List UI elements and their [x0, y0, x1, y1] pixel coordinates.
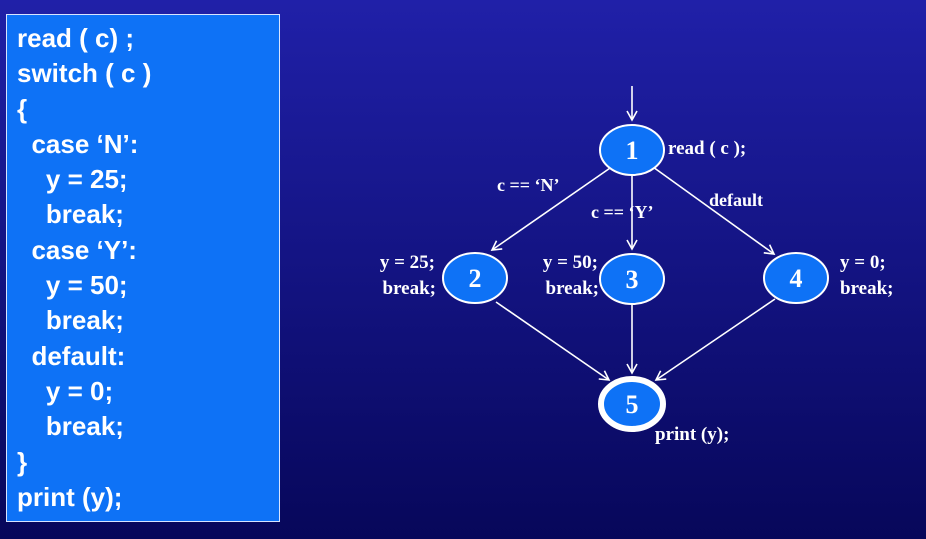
code-line: default:	[17, 340, 126, 371]
code-line: y = 0;	[17, 375, 114, 406]
code-line: y = 25;	[17, 164, 128, 195]
node-2-label: 2	[469, 264, 482, 293]
node-2-annotation-line-2: break;	[383, 278, 436, 299]
edge-1-4	[652, 166, 776, 255]
node-3-label: 3	[626, 265, 639, 294]
node-5: 5	[598, 376, 666, 432]
edge-2-5	[495, 301, 611, 381]
node-4-annotation-line-1: y = 0;	[840, 252, 886, 273]
node-4: 4	[763, 252, 829, 304]
code-line: case ‘N’:	[17, 128, 139, 159]
edge-1-4-label: default	[709, 190, 763, 210]
node-2: 2	[442, 252, 508, 304]
edge-1-3-label: c == ‘Y’	[591, 202, 654, 222]
node-4-label: 4	[790, 264, 803, 293]
node-5-label: 5	[626, 390, 639, 419]
node-5-annotation: print (y);	[655, 424, 729, 445]
node-1-label: 1	[626, 136, 639, 165]
edge-4-5	[654, 298, 776, 381]
code-line: break;	[17, 199, 124, 230]
code-line: read ( c) ;	[17, 23, 135, 53]
edge-1-2	[490, 165, 614, 251]
code-panel: read ( c) ; switch ( c ) { case ‘N’: y =…	[6, 14, 280, 522]
code-line: print (y);	[17, 481, 123, 512]
code-line: case ‘Y’:	[17, 234, 137, 265]
node-1-annotation: read ( c );	[668, 138, 746, 159]
code-line: break;	[17, 411, 124, 442]
code-line: break;	[17, 305, 124, 336]
node-3-annotation-line-1: y = 50;	[543, 252, 598, 273]
node-3: 3	[599, 253, 665, 305]
node-2-annotation-line-1: y = 25;	[380, 252, 435, 273]
edge-1-2-label: c == ‘N’	[497, 175, 560, 195]
code-line: {	[17, 93, 28, 124]
node-3-annotation-line-2: break;	[546, 278, 599, 299]
node-1: 1	[599, 124, 665, 176]
node-4-annotation-line-2: break;	[840, 278, 893, 299]
code-line: }	[17, 446, 28, 477]
code-line: switch ( c )	[17, 58, 152, 89]
code-line: y = 50;	[17, 270, 128, 301]
